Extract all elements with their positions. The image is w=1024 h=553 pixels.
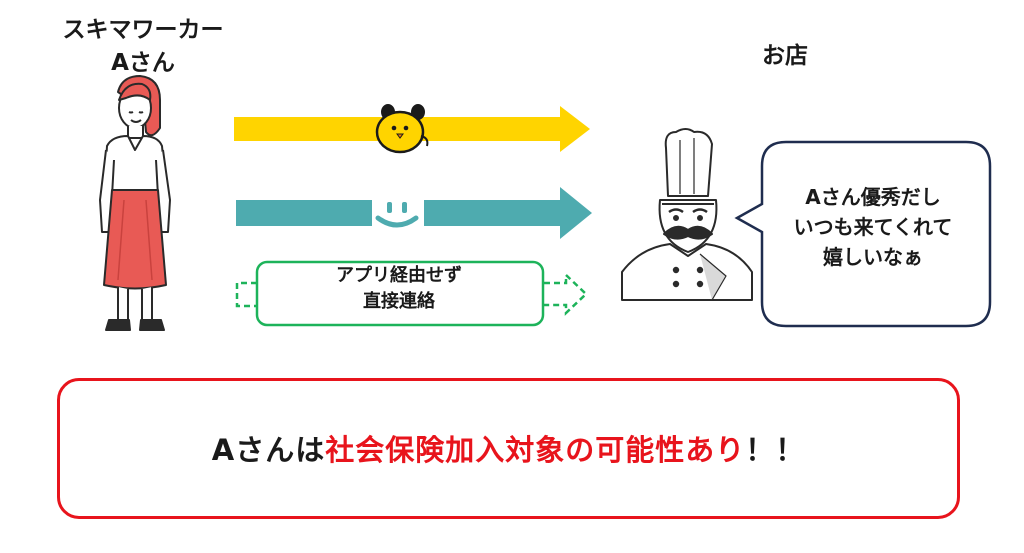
worker-figure-icon bbox=[99, 75, 171, 331]
conclusion-box: Aさんは社会保険加入対象の可能性あり！！ bbox=[57, 378, 960, 519]
direct-contact-arrows bbox=[235, 272, 588, 316]
conclusion-text: Aさんは社会保険加入対象の可能性あり！！ bbox=[60, 427, 957, 469]
yellow-mascot-icon bbox=[375, 104, 429, 154]
worker-title-line2: Aさん bbox=[111, 50, 175, 76]
direct-contact-box bbox=[255, 260, 545, 327]
direct-line1: アプリ経由せず bbox=[336, 265, 462, 286]
bubble-line2: いつも来てくれて bbox=[793, 215, 953, 239]
smile-face-icon bbox=[372, 195, 424, 231]
speech-bubble bbox=[734, 140, 992, 328]
direct-contact-text: アプリ経由せず 直接連絡 bbox=[258, 263, 540, 315]
conclusion-highlight: 社会保険加入対象の可能性あり bbox=[325, 433, 746, 467]
bubble-line1: Aさん優秀だし bbox=[805, 185, 941, 209]
worker-title: スキマワーカー Aさん bbox=[28, 14, 258, 80]
conclusion-suffix: ！！ bbox=[745, 433, 806, 467]
bubble-line3: 嬉しいなぁ bbox=[823, 245, 923, 269]
chef-figure-icon bbox=[621, 128, 753, 301]
worker-title-line1: スキマワーカー bbox=[62, 17, 224, 43]
conclusion-prefix: Aさんは bbox=[211, 433, 326, 467]
direct-line2: 直接連絡 bbox=[363, 291, 435, 312]
shop-title: お店 bbox=[762, 43, 808, 69]
speech-bubble-text: Aさん優秀だし いつも来てくれて 嬉しいなぁ bbox=[768, 182, 978, 272]
